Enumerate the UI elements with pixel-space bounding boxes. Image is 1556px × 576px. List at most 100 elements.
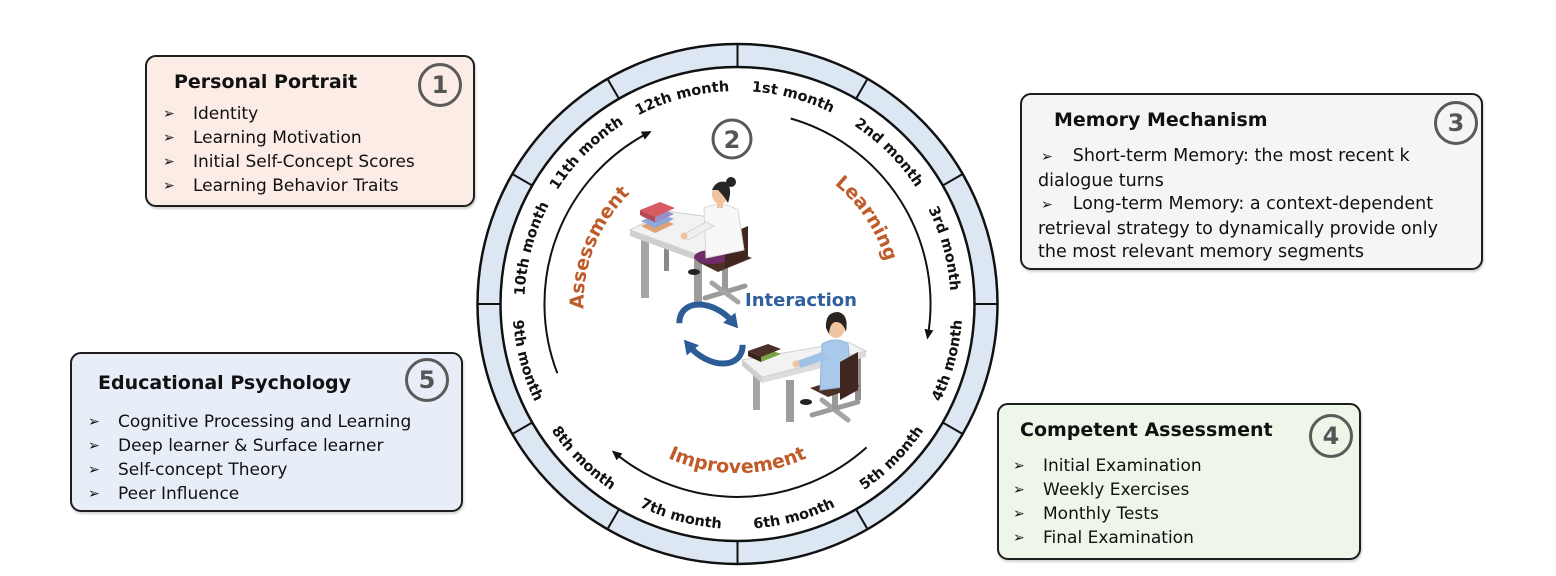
arrow-bullet-icon: ➢ bbox=[163, 106, 175, 122]
arrow-bullet-icon: ➢ bbox=[163, 130, 175, 146]
badge-number: 2 bbox=[724, 126, 741, 154]
list-item: ➢ Cognitive Processing and Learning bbox=[72, 410, 461, 434]
arrow-bullet-icon: ➢ bbox=[1013, 530, 1025, 546]
list-item: ➢ Initial Self-Concept Scores bbox=[147, 150, 473, 174]
arrow-bullet-icon: ➢ bbox=[88, 486, 100, 502]
item-text: Long-term Memory: a context-dependent re… bbox=[1038, 194, 1438, 262]
teacher-arm bbox=[683, 221, 716, 241]
list-item: ➢ Weekly Exercises bbox=[999, 478, 1359, 502]
chair-back bbox=[840, 352, 858, 400]
item-text: Short-term Memory: the most recent k dia… bbox=[1038, 146, 1410, 191]
item-text: Initial Examination bbox=[1043, 456, 1202, 476]
list-item: ➢ Learning Motivation bbox=[147, 126, 473, 150]
arrow-bullet-icon: ➢ bbox=[1041, 149, 1053, 165]
list-item: ➢ Deep learner & Surface learner bbox=[72, 434, 461, 458]
list-item: ➢ Initial Examination bbox=[999, 454, 1359, 478]
student-hair bbox=[825, 312, 847, 334]
item-text: Learning Behavior Traits bbox=[193, 176, 399, 196]
number-badge-4: 4 bbox=[1309, 414, 1353, 458]
item-text: Self-concept Theory bbox=[118, 460, 288, 480]
desk-edge bbox=[630, 230, 701, 262]
ring-dividers bbox=[477, 44, 998, 564]
student-shoe bbox=[800, 399, 812, 405]
badge-circle bbox=[711, 118, 753, 160]
ring-divider bbox=[942, 421, 964, 435]
item-list: ➢ Identity ➢ Learning Motivation ➢ Initial … bbox=[147, 102, 473, 198]
desk-leg bbox=[786, 380, 794, 422]
item-text: Final Examination bbox=[1043, 528, 1194, 548]
phase-arrows bbox=[543, 117, 934, 498]
item-list: ➢ Cognitive Processing and Learning ➢ Deep… bbox=[72, 410, 461, 506]
arrow-bullet-icon: ➢ bbox=[1013, 482, 1025, 498]
list-item: ➢Short-term Memory: the most recent k di… bbox=[1038, 145, 1471, 193]
ring-divider bbox=[942, 173, 964, 187]
chair-post bbox=[832, 392, 838, 410]
ring-divider bbox=[511, 421, 533, 435]
personal-portrait-panel: Personal Portrait 1 ➢ Identity ➢ Learning … bbox=[145, 55, 475, 207]
list-item: ➢ Learning Behavior Traits bbox=[147, 174, 473, 198]
arrow-bullet-icon: ➢ bbox=[88, 438, 100, 454]
item-text: Learning Motivation bbox=[193, 128, 362, 148]
teacher-hand bbox=[680, 232, 688, 240]
ring-divider bbox=[855, 78, 869, 100]
arrow-bullet-icon: ➢ bbox=[1013, 506, 1025, 522]
arrow-bullet-icon: ➢ bbox=[88, 414, 100, 430]
desk-edge bbox=[742, 360, 762, 383]
list-item: ➢ Identity bbox=[147, 102, 473, 126]
ring-divider bbox=[606, 78, 620, 100]
arrow-bullet-icon: ➢ bbox=[1041, 197, 1053, 213]
number-badge-5: 5 bbox=[405, 358, 449, 402]
ring-divider bbox=[511, 173, 533, 187]
teacher-at-desk-illustration bbox=[628, 177, 752, 305]
cycle-arrow bbox=[676, 301, 739, 329]
teacher-shoe bbox=[688, 269, 700, 275]
list-item: ➢Monthly Tests bbox=[999, 502, 1359, 526]
desk-leg bbox=[641, 236, 649, 298]
panel-title: Personal Portrait bbox=[174, 71, 358, 93]
memory-mechanism-panel: Memory Mechanism 3 ➢Short-term Memory: t… bbox=[1020, 93, 1483, 270]
competent-assessment-panel: Competent Assessment 4 ➢ Initial Examinat… bbox=[997, 403, 1361, 560]
learning-arrow bbox=[790, 117, 934, 340]
book bbox=[640, 210, 655, 222]
arrow-bullet-icon: ➢ bbox=[88, 462, 100, 478]
arrow-bullet-icon: ➢ bbox=[163, 178, 175, 194]
panel-title: Educational Psychology bbox=[98, 372, 351, 394]
student-at-desk-illustration bbox=[740, 312, 868, 423]
list-item: ➢Long-term Memory: a context-dependent r… bbox=[1038, 193, 1471, 265]
number-badge-3: 3 bbox=[1434, 101, 1478, 145]
item-text: Initial Self-Concept Scores bbox=[193, 152, 415, 172]
number-badge-1: 1 bbox=[418, 63, 462, 107]
arrow-bullet-icon: ➢ bbox=[1013, 458, 1025, 474]
item-list: ➢ Initial Examination ➢ Weekly Exercises ➢… bbox=[999, 454, 1359, 550]
teacher-hair-bun bbox=[726, 177, 736, 187]
item-text: Weekly Exercises bbox=[1043, 480, 1190, 500]
interaction-label: Interaction bbox=[745, 290, 857, 311]
item-list: ➢Short-term Memory: the most recent k di… bbox=[1038, 145, 1471, 265]
educational-psychology-panel: Educational Psychology 5 ➢ Cognitive Proc… bbox=[70, 352, 463, 512]
ring-divider bbox=[606, 508, 620, 530]
teacher-neck bbox=[717, 201, 723, 208]
ring-divider bbox=[855, 508, 869, 530]
item-text: Identity bbox=[193, 104, 259, 124]
list-item: ➢ Final Examination bbox=[999, 526, 1359, 550]
book bbox=[640, 202, 675, 217]
teacher-hair bbox=[712, 181, 731, 203]
desk-leg bbox=[694, 258, 702, 302]
book bbox=[748, 344, 781, 357]
improvement-arrow bbox=[611, 446, 868, 498]
teacher-coat bbox=[703, 204, 745, 259]
assessment-arrow bbox=[543, 131, 652, 374]
book bbox=[748, 351, 761, 362]
item-text: Deep learner & Surface learner bbox=[118, 436, 384, 456]
item-text: Peer Influence bbox=[118, 484, 240, 504]
panel-title: Competent Assessment bbox=[1020, 419, 1273, 441]
item-text: Cognitive Processing and Learning bbox=[118, 412, 412, 432]
arrow-bullet-icon: ➢ bbox=[163, 154, 175, 170]
chair-post bbox=[722, 266, 728, 290]
cycle-arrow bbox=[683, 339, 746, 367]
interaction-cycle-icon bbox=[676, 301, 746, 367]
chair-base bbox=[709, 280, 741, 305]
list-item: ➢ Peer Influence bbox=[72, 482, 461, 506]
student-hand bbox=[792, 360, 800, 368]
